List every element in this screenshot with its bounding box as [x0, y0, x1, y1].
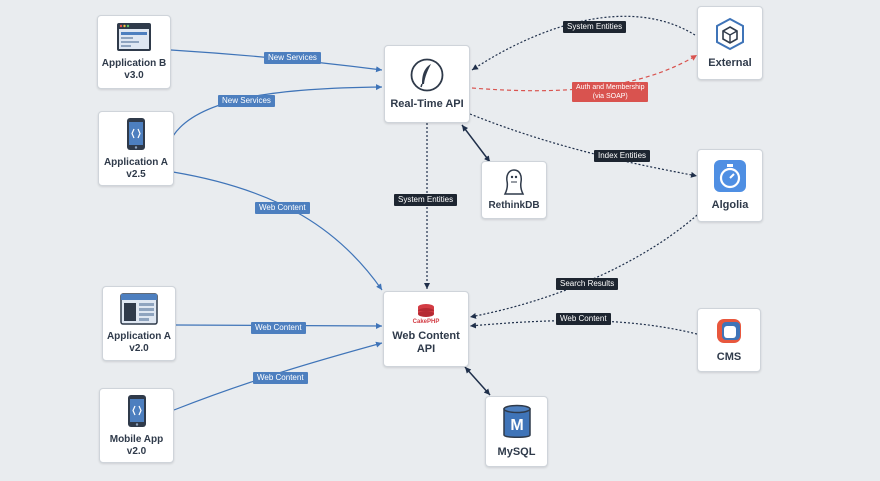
auth-label-line2: (via SOAP)	[592, 93, 628, 100]
edge-webcontent-mysql	[464, 366, 491, 396]
node-algolia[interactable]: Algolia	[697, 149, 763, 222]
node-version: v2.0	[126, 445, 147, 457]
mobile-phone-icon	[127, 117, 145, 150]
edge-label-system-entities: System Entities	[563, 21, 627, 33]
edge-label-new-services: New Services	[264, 52, 321, 64]
node-version: v2.5	[126, 168, 146, 180]
database-icon: M	[502, 404, 531, 438]
stopwatch-icon	[714, 160, 746, 192]
node-label: External	[708, 56, 752, 69]
edge-realtime-external-auth	[471, 54, 698, 92]
auth-label-line1: Auth and Membership	[576, 84, 645, 91]
edge-label-web-content: Web Content	[253, 372, 308, 384]
cube-icon	[716, 17, 744, 50]
edge-appa25-webcontent	[172, 171, 383, 291]
edge-algolia-webcontent	[469, 206, 707, 319]
node-real-time-api[interactable]: Real-Time API	[384, 45, 470, 123]
edge-mobile-webcontent	[173, 341, 383, 411]
node-label: RethinkDB	[488, 200, 540, 211]
cakephp-logo-icon	[418, 303, 434, 317]
edge-external-realtime	[471, 15, 696, 71]
edge-realtime-rethinkdb	[461, 124, 491, 163]
rethinkdb-logo-icon	[503, 169, 525, 195]
node-label-line2: API	[416, 342, 436, 355]
node-version: v3.0	[124, 70, 144, 81]
node-label: CMS	[716, 350, 742, 363]
node-label: Web Content	[392, 329, 460, 342]
web-app-icon	[120, 292, 158, 325]
cms-logo-icon	[717, 318, 741, 343]
edge-label-system-entities: System Entities	[394, 194, 458, 206]
edge-label-web-content: Web Content	[251, 322, 306, 334]
node-label: Mobile App	[109, 433, 164, 445]
edge-label-search-results: Search Results	[556, 278, 619, 290]
node-label: Application A	[103, 156, 169, 168]
node-version: v2.0	[129, 342, 149, 354]
desktop-app-icon	[117, 23, 151, 51]
node-rethinkdb[interactable]: RethinkDB	[481, 161, 547, 219]
node-label: Application B	[101, 58, 167, 69]
mobile-phone-icon	[127, 394, 146, 427]
edge-label-new-services: New Services	[218, 95, 275, 107]
database-logo-letter: M	[510, 417, 523, 434]
node-application-a-v25[interactable]: Application A v2.5	[98, 111, 174, 186]
edge-label-index-entities: Index Entities	[594, 150, 651, 162]
edge-label-web-content: Web Content	[556, 313, 611, 325]
node-web-content-api[interactable]: CakePHP Web Content API	[383, 291, 469, 367]
node-label: MySQL	[497, 446, 536, 458]
node-application-b[interactable]: Application B v3.0	[97, 15, 171, 89]
node-cms[interactable]: CMS	[697, 308, 761, 372]
edge-label-auth-membership: Auth and Membership (via SOAP)	[572, 82, 649, 102]
node-application-a-v20[interactable]: Application A v2.0	[102, 286, 176, 361]
node-label: Algolia	[711, 199, 749, 211]
node-label: Real-Time API	[390, 97, 464, 110]
edge-appa25-realtime	[172, 84, 383, 137]
node-external[interactable]: External	[697, 6, 763, 80]
node-label: Application A	[106, 330, 172, 342]
cakephp-logo-text: CakePHP	[412, 318, 440, 325]
node-mysql[interactable]: M MySQL	[485, 396, 548, 467]
edge-label-web-content: Web Content	[255, 202, 310, 214]
feather-icon	[410, 58, 444, 91]
node-mobile-app[interactable]: Mobile App v2.0	[99, 388, 174, 463]
